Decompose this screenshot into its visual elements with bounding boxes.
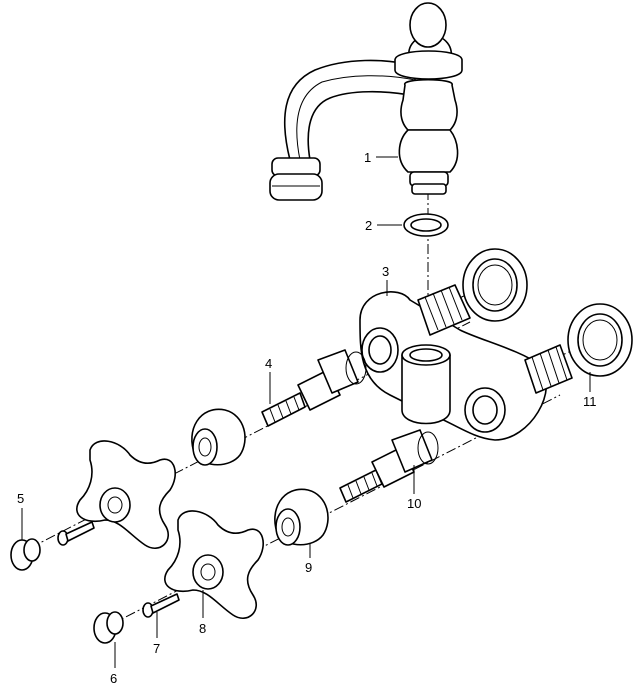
cross-handle-upper-part [76, 440, 176, 549]
callout-10: 10 [407, 496, 421, 511]
screw-upper-part [57, 521, 95, 546]
bell-cover-lower-part [274, 488, 329, 546]
callout-5: 5 [17, 491, 24, 506]
callout-1: 1 [364, 150, 371, 165]
wall-flange-upper-part [462, 248, 528, 322]
spout-part [269, 2, 463, 201]
index-cap-upper-part [10, 538, 41, 571]
callout-6: 6 [110, 671, 117, 686]
bell-cover-upper-part [191, 408, 246, 466]
callout-8: 8 [199, 621, 206, 636]
callout-3: 3 [382, 264, 389, 279]
callout-11: 11 [583, 394, 597, 409]
wall-flange-lower-part [567, 303, 633, 377]
callout-7: 7 [153, 641, 160, 656]
callout-4: 4 [265, 356, 272, 371]
callout-9: 9 [305, 560, 312, 575]
callout-2: 2 [365, 218, 372, 233]
screw-lower-part [142, 593, 180, 618]
leader-lines [21, 156, 591, 668]
index-cap-lower-part [93, 611, 124, 644]
cross-handle-lower-part [164, 510, 264, 619]
valve-cartridge-upper-part [261, 349, 367, 427]
mixer-body-part [359, 284, 573, 441]
o-ring-part [403, 213, 449, 237]
valve-cartridge-lower-part [339, 429, 439, 503]
